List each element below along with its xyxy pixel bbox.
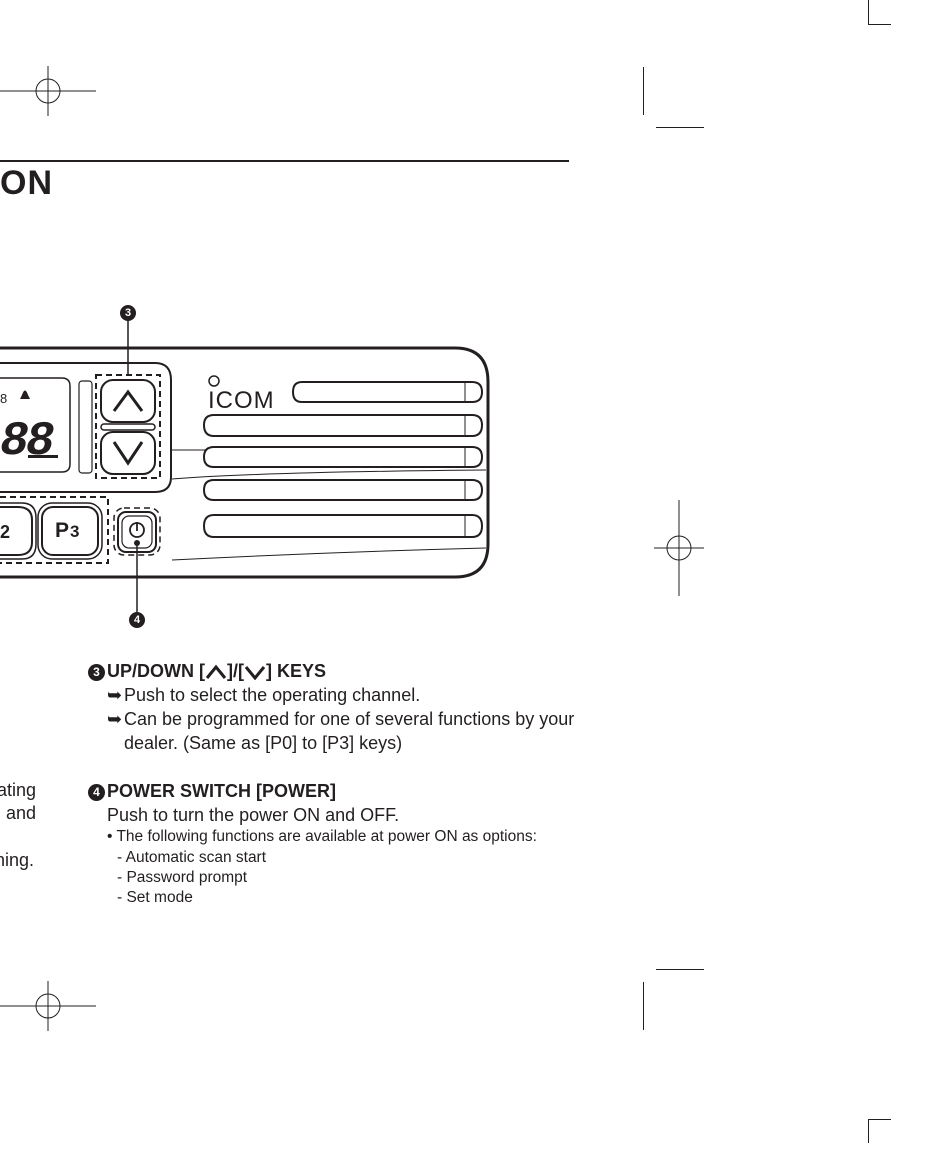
left-column-fragment: ning. xyxy=(0,850,34,870)
lcd-display: 8 88 xyxy=(0,377,93,474)
radio-front-panel-figure: 8 88 ICOM 2 xyxy=(0,320,490,612)
section-number: 3 xyxy=(88,664,105,681)
heading-prefix: UP/DOWN [ xyxy=(107,661,205,681)
down-arrow-icon xyxy=(244,666,266,680)
title-rule xyxy=(0,160,569,162)
icom-logo: ICOM xyxy=(208,375,275,414)
svg-text:ICOM: ICOM xyxy=(208,387,275,414)
registration-mark-right xyxy=(654,500,704,596)
power-description: Push to turn the power ON and OFF. xyxy=(107,805,400,825)
p3-key-graphic: P 3 xyxy=(37,502,103,560)
registration-mark-bottom-left xyxy=(0,981,96,1031)
updown-item-2: ➥Can be programmed for one of several fu… xyxy=(107,709,574,730)
registration-mark-top-left xyxy=(0,66,96,116)
svg-text:3: 3 xyxy=(70,522,79,541)
callout-4: 4 xyxy=(129,612,145,628)
heading-mid: ]/[ xyxy=(227,661,244,681)
section-number: 4 xyxy=(88,784,105,801)
power-option: - Password prompt xyxy=(117,869,248,886)
callout-3: 3 xyxy=(120,305,136,321)
svg-text:88: 88 xyxy=(0,415,54,469)
power-option: - Set mode xyxy=(117,889,193,906)
heading-suffix: ] KEYS xyxy=(266,661,327,681)
svg-text:2: 2 xyxy=(0,522,10,542)
heading-text: POWER SWITCH [POWER] xyxy=(107,781,336,801)
updown-item-1: ➥Push to select the operating channel. xyxy=(107,685,420,706)
right-arrow-icon: ➥ xyxy=(107,685,123,705)
up-key-graphic xyxy=(100,379,156,423)
right-arrow-icon: ➥ xyxy=(107,709,123,729)
item-text: Can be programmed for one of several fun… xyxy=(124,709,575,729)
svg-text:P: P xyxy=(55,519,69,542)
up-arrow-icon xyxy=(205,664,227,679)
down-key-graphic xyxy=(100,431,156,475)
left-column-fragment: and xyxy=(5,803,36,823)
left-column-fragment: ating xyxy=(0,780,36,800)
page-title: ON xyxy=(0,164,53,202)
power-options-note: • The following functions are available … xyxy=(107,828,537,845)
updown-item-2-continued: dealer. (Same as [P0] to [P3] keys) xyxy=(124,733,403,753)
item-text: Push to select the operating channel. xyxy=(124,685,421,705)
svg-text:8: 8 xyxy=(0,391,7,406)
speaker-grille xyxy=(202,381,484,538)
power-option: - Automatic scan start xyxy=(117,849,267,866)
